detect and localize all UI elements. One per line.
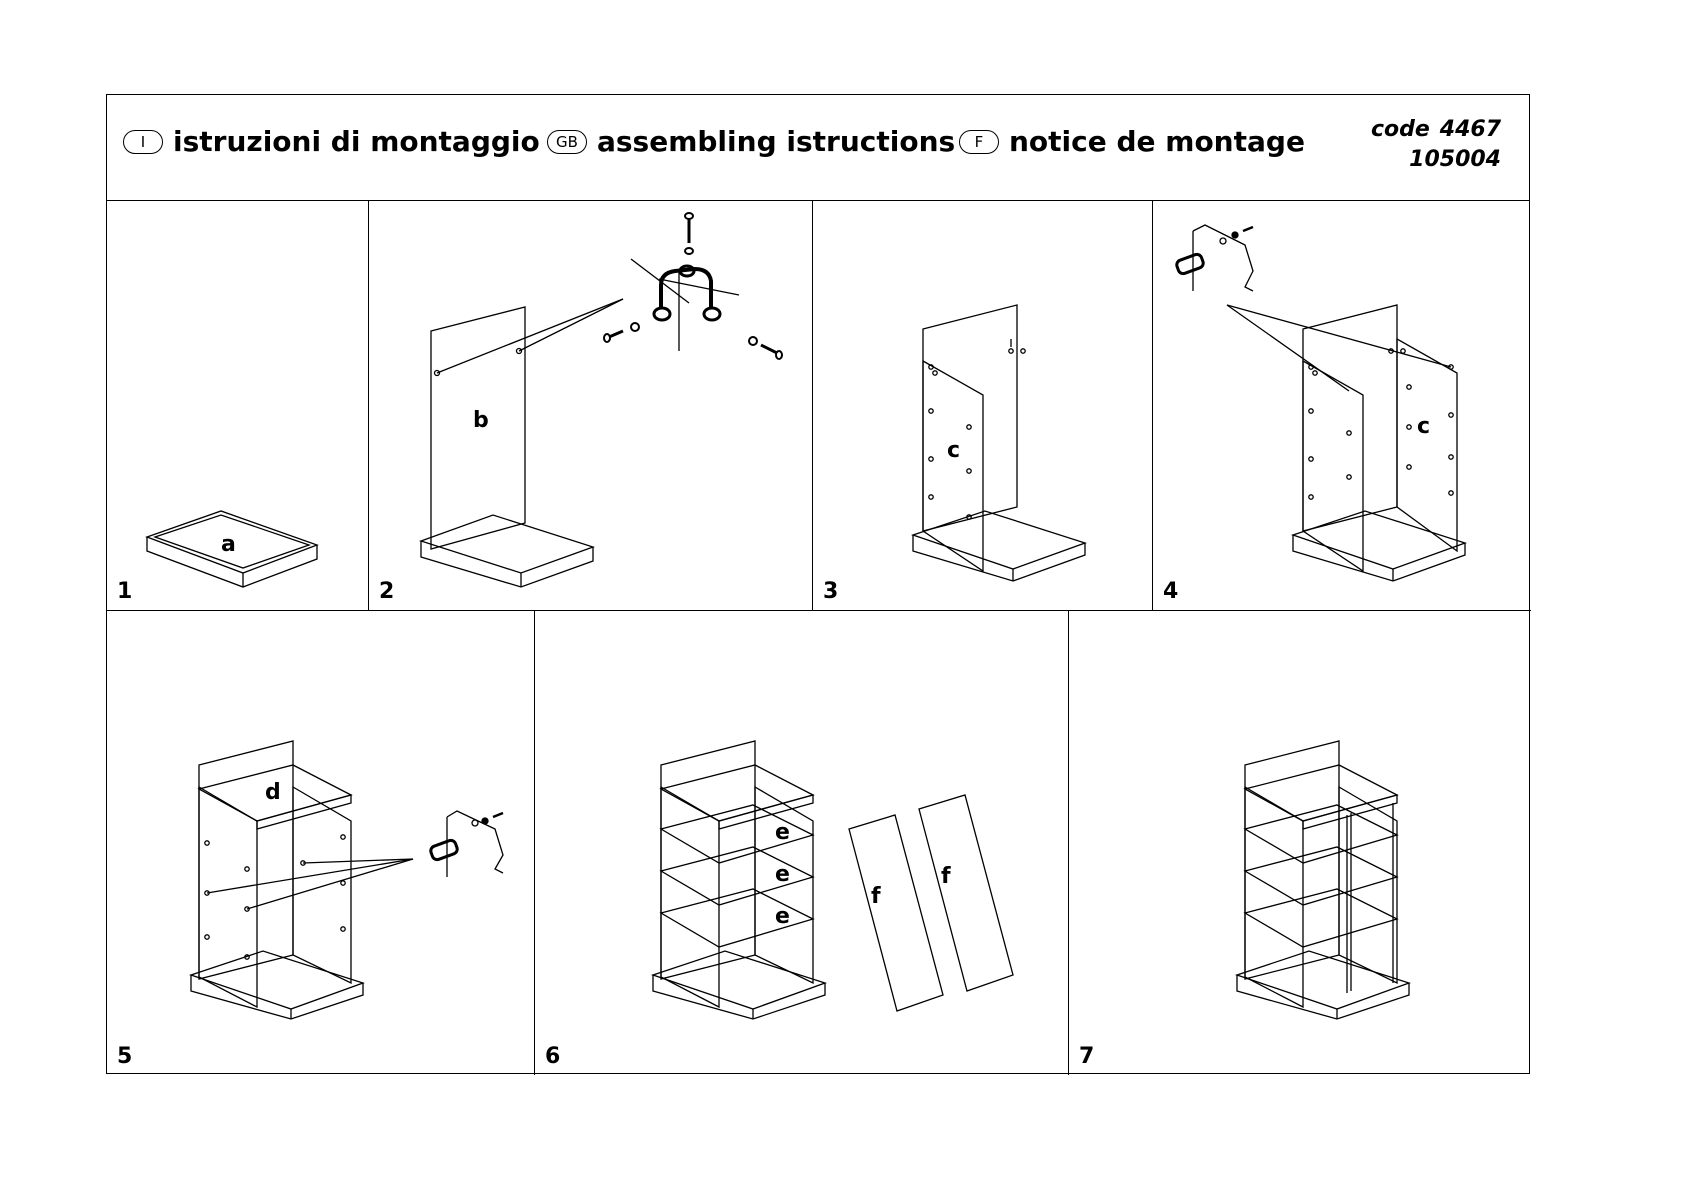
base-tray-a <box>145 510 319 588</box>
lang-french: F notice de montage <box>959 125 1305 158</box>
instruction-sheet: I istruzioni di montaggio GB assembling … <box>106 94 1531 1075</box>
screw-icon <box>684 212 694 255</box>
sheet-header: I istruzioni di montaggio GB assembling … <box>107 95 1529 201</box>
step-6-illustration: e e e f f <box>650 740 1014 1020</box>
step-4-panel: c 4 <box>1153 201 1531 611</box>
step-5-panel: d 5 <box>107 611 535 1075</box>
part-label-a: a <box>221 532 236 557</box>
top-shelf <box>659 764 815 830</box>
code-label: code <box>1370 117 1430 142</box>
step-number: 6 <box>545 1044 561 1069</box>
step-number: 1 <box>117 579 133 604</box>
base-tray <box>1290 510 1468 582</box>
step-number: 5 <box>117 1044 133 1069</box>
step-5-illustration: d <box>188 740 504 1020</box>
part-label-f: f <box>871 884 881 909</box>
door-panel-f <box>918 794 1014 992</box>
step-3-illustration: c <box>910 304 1088 582</box>
bolt-left-icon <box>603 322 640 343</box>
lang-title-italian: istruzioni di montaggio <box>173 125 540 158</box>
right-side <box>292 785 352 985</box>
step-6-panel: e e e f f 6 <box>535 611 1069 1075</box>
back-panel-b <box>430 298 624 550</box>
door-panel-f <box>848 814 944 1012</box>
lang-badge-f: F <box>959 129 999 154</box>
part-label-e: e <box>775 820 790 845</box>
bolt-right-icon <box>748 336 783 360</box>
left-side <box>198 785 258 1009</box>
base-tray <box>418 514 596 588</box>
lang-italian: I istruzioni di montaggio <box>123 125 540 158</box>
step-7-panel: 7 <box>1069 611 1531 1075</box>
step-1-illustration: a <box>145 510 319 588</box>
part-label-e: e <box>775 862 790 887</box>
side-panels <box>1244 785 1398 1009</box>
step-number: 7 <box>1079 1044 1095 1069</box>
step-3-panel: c 3 <box>813 201 1153 611</box>
base-tray <box>1234 950 1412 1020</box>
lang-badge-i: I <box>123 129 163 154</box>
step-number: 2 <box>379 579 395 604</box>
part-label-f: f <box>941 864 951 889</box>
back-panel <box>922 304 1026 532</box>
side-panels <box>660 785 814 1009</box>
corner-bracket-detail <box>630 258 740 351</box>
knob-detail <box>1175 224 1254 292</box>
lang-english: GB assembling istructions <box>547 125 955 158</box>
part-label-c: c <box>947 438 960 463</box>
step-4-illustration: c <box>1175 224 1468 582</box>
glass-shelves-e <box>659 804 815 948</box>
side-panel-c <box>1396 337 1458 553</box>
part-label-d: d <box>265 780 281 805</box>
base-tray <box>188 950 366 1020</box>
step-number: 3 <box>823 579 839 604</box>
part-label-e: e <box>775 904 790 929</box>
step-number: 4 <box>1163 579 1179 604</box>
side-panel-left <box>1302 359 1364 573</box>
part-label-b: b <box>473 408 489 433</box>
top-shelf-d <box>197 764 353 830</box>
product-code: code 4467 105004 <box>1361 115 1501 175</box>
base-tray <box>910 510 1088 582</box>
knob-detail <box>429 810 504 877</box>
step-7-illustration <box>1234 740 1412 1020</box>
top-shelf <box>1243 764 1399 830</box>
base-tray <box>650 950 828 1020</box>
step-2-illustration: b <box>418 212 783 588</box>
lang-title-english: assembling istructions <box>597 125 956 158</box>
part-label-c: c <box>1417 414 1430 439</box>
code-number: 105004 <box>1409 147 1501 172</box>
closed-doors <box>1346 803 1394 993</box>
step-1-panel: a 1 <box>107 201 369 611</box>
step-2-panel: b <box>369 201 813 611</box>
side-panel-c <box>922 359 984 573</box>
code-value: 4467 <box>1439 117 1501 142</box>
glass-shelves <box>1243 804 1399 948</box>
lang-title-french: notice de montage <box>1009 125 1305 158</box>
back-panel <box>1302 304 1406 532</box>
lang-badge-gb: GB <box>547 129 587 154</box>
